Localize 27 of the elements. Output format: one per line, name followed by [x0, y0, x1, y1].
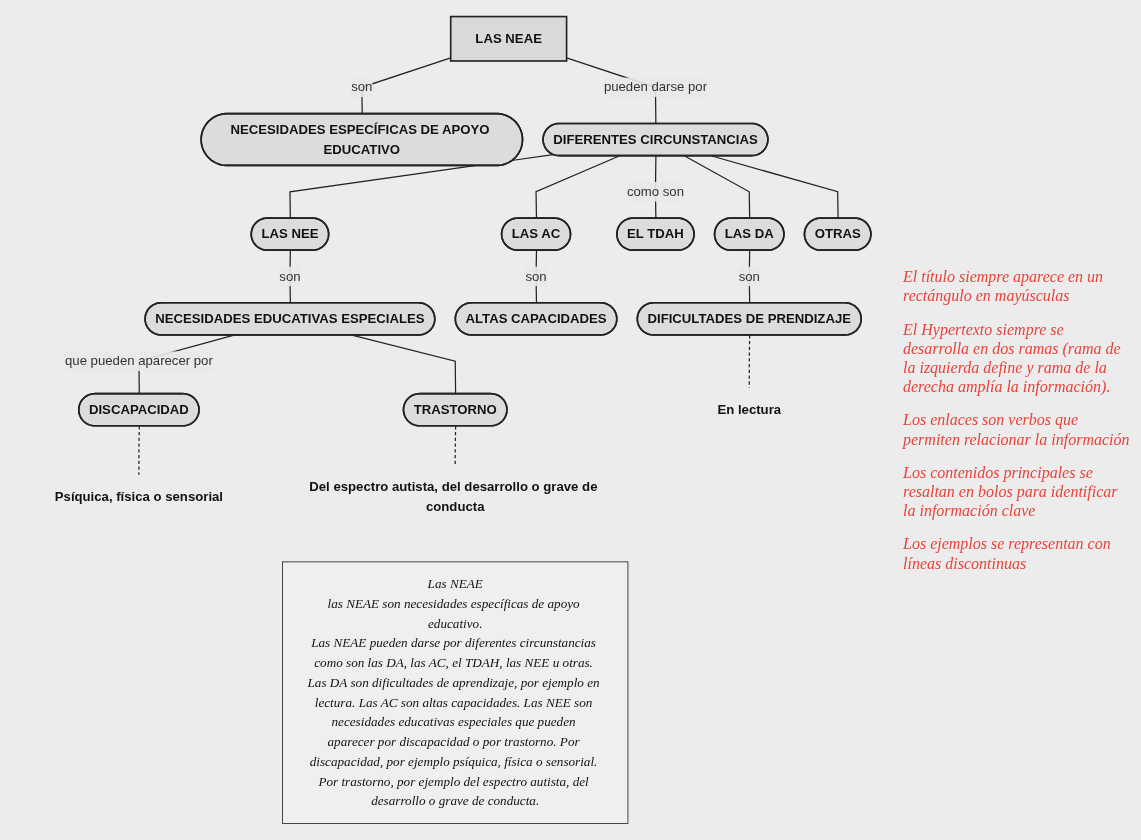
annotation-note: Los enlaces son verbos que permiten relacionar la información — [903, 410, 1131, 449]
connector — [352, 334, 457, 395]
edge-label: son — [525, 269, 547, 284]
edge-label: son — [279, 269, 301, 284]
connector — [289, 249, 291, 304]
connector — [535, 249, 538, 304]
node-text: Psíquica, física o sensorial — [54, 489, 224, 504]
connector — [289, 154, 554, 220]
node-box: LAS NEAE — [449, 15, 568, 62]
edge-label: que pueden aparecer por — [65, 353, 213, 368]
node-box: Las NEAE las NEAE son necesidades específicas de apoyo educativo. Las NEAE pueden darse por diferentes circunstancias como son las DA, las AC, el TDAH, las NEE u otras. Las DA son dificultades de aprendizaje, por ejemplo en lectura. Las AC son altas capacidades. Las NEE son necesidades educativas especiales que pueden aparecer por discapacidad o por trastorno. Por discapacidad, por ejemplo psíquica, física o sensorial. Por trastorno, por ejemplo del espectro autista, del desarrollo o grave de conducta. — [282, 561, 629, 824]
edge-label: pueden darse por — [603, 79, 708, 94]
edge-label: como son — [626, 184, 684, 199]
node-text: Del espectro autista, del desarrollo o grave de conducta — [309, 479, 598, 514]
connector — [711, 155, 839, 220]
connector — [535, 155, 620, 220]
connector — [748, 334, 751, 389]
annotation-note: El Hypertexto siempre se desarrolla en dos ramas (rama de la izquierda define y rama de la derecha amplía la información). — [903, 319, 1122, 397]
connector — [684, 155, 751, 220]
annotation-note: Los ejemplos se representan con líneas discontinuas — [903, 534, 1112, 573]
connector — [454, 425, 457, 466]
edge-label: son — [738, 269, 760, 284]
annotation-note: Los contenidos principales se resaltan en bolos para identificar la información clave — [903, 462, 1119, 521]
edge-label: son — [351, 79, 373, 94]
connector — [748, 249, 751, 304]
node-text: En lectura — [717, 402, 782, 417]
annotation-note: El título siempre aparece en un rectángulo en mayúsculas — [903, 267, 1105, 306]
